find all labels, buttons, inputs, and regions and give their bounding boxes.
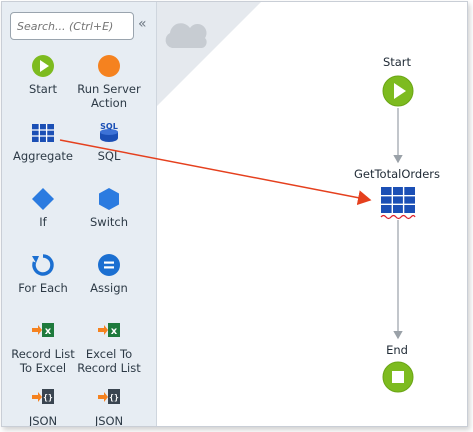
tool-label: Run Server Action: [77, 82, 141, 110]
svg-text:{}: {}: [43, 393, 53, 402]
start-node[interactable]: [382, 75, 414, 107]
json-deserialize-icon: {}: [97, 386, 121, 410]
flow-canvas[interactable]: Start GetTotalOrders End: [157, 2, 467, 426]
tool-for-each[interactable]: For Each: [7, 253, 79, 295]
tool-record-list-to-excel[interactable]: x Record List To Excel: [7, 319, 79, 375]
excel-icon-text: x: [111, 326, 118, 337]
logic-editor: « Start Run Server Action Aggregate SQL: [1, 1, 468, 427]
run-server-action-icon: [97, 54, 121, 78]
aggregate-node[interactable]: [380, 186, 416, 220]
tool-start[interactable]: Start: [7, 54, 79, 96]
tool-json-serialize[interactable]: {} JSON: [7, 386, 79, 426]
play-icon: [394, 83, 406, 99]
tool-run-server-action[interactable]: Run Server Action: [73, 54, 145, 110]
tool-if[interactable]: If: [7, 187, 79, 229]
tool-label: For Each: [18, 281, 68, 295]
cloud-icon: [165, 23, 207, 48]
canvas-corner-decoration: [157, 2, 261, 106]
tool-json-deserialize[interactable]: {} JSON: [73, 386, 145, 426]
sql-icon-text: SQL: [100, 122, 118, 131]
tool-assign[interactable]: Assign: [73, 253, 145, 295]
error-underline: [380, 214, 416, 220]
start-icon: [31, 54, 55, 78]
aggregate-icon: [31, 121, 55, 145]
tool-excel-to-record-list[interactable]: x Excel To Record List: [73, 319, 145, 375]
record-list-to-excel-icon: x: [31, 319, 55, 343]
tool-label: JSON: [94, 414, 124, 426]
toolbox-panel: « Start Run Server Action Aggregate SQL: [2, 2, 157, 426]
switch-icon: [97, 187, 121, 211]
if-icon: [31, 187, 55, 211]
tool-label: Switch: [89, 215, 129, 229]
tool-label: Excel To Record List: [77, 347, 141, 375]
tool-label: SQL: [97, 149, 121, 163]
json-serialize-icon: {}: [31, 386, 55, 410]
toolbox-search-input[interactable]: [10, 12, 134, 40]
excel-to-record-list-icon: x: [97, 319, 121, 343]
tool-label: JSON: [28, 414, 58, 426]
sql-icon: SQL: [97, 121, 121, 145]
tool-label: Start: [28, 82, 58, 96]
collapse-toolbox-icon[interactable]: «: [138, 16, 147, 32]
tool-aggregate[interactable]: Aggregate: [7, 121, 79, 163]
tool-label: Aggregate: [13, 149, 73, 163]
svg-text:{}: {}: [109, 393, 119, 402]
end-node-label: End: [386, 343, 408, 357]
tool-label: Record List To Excel: [11, 347, 75, 375]
aggregate-node-label: GetTotalOrders: [353, 167, 441, 181]
start-node-label: Start: [382, 55, 412, 69]
tool-switch[interactable]: Switch: [73, 187, 145, 229]
for-each-icon: [31, 253, 55, 277]
tool-label: Assign: [90, 281, 128, 295]
end-node[interactable]: [382, 361, 414, 393]
assign-icon: [97, 253, 121, 277]
excel-icon-text: x: [45, 326, 52, 337]
tool-sql[interactable]: SQL SQL: [73, 121, 145, 163]
tool-label: If: [39, 215, 47, 229]
stop-icon: [392, 371, 404, 383]
